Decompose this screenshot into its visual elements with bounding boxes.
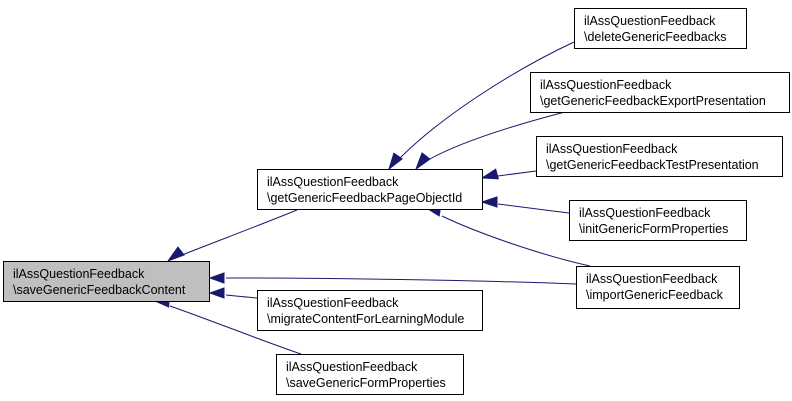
arrowhead-icon — [166, 246, 185, 263]
node-box — [3, 261, 210, 302]
node-box — [574, 8, 747, 49]
edges-layer — [153, 41, 591, 355]
edge-line — [497, 170, 537, 177]
node-box — [536, 136, 783, 177]
node-box — [257, 290, 483, 331]
node-method-label: \getGenericFeedbackTestPresentation — [546, 158, 759, 172]
node-importGenericFeedback[interactable]: ilAssQuestionFeedback \importGenericFeedb… — [576, 266, 740, 309]
node-getGenericFeedbackPageObjectId[interactable]: ilAssQuestionFeedback \getGenericFeedback… — [257, 169, 483, 210]
arrowhead-icon — [388, 152, 403, 171]
node-method-label: \importGenericFeedback — [586, 288, 724, 302]
arrowhead-icon — [208, 287, 225, 299]
edge-importGenericFeedback-to-getGenericFeedbackPageObjectId — [426, 205, 591, 267]
edge-line — [399, 41, 575, 159]
node-box — [569, 200, 747, 241]
node-class-label: ilAssQuestionFeedback — [286, 360, 418, 374]
node-method-label: \migrateContentForLearningModule — [267, 312, 464, 326]
node-class-label: ilAssQuestionFeedback — [267, 296, 399, 310]
node-box — [530, 72, 790, 113]
node-box — [276, 354, 464, 395]
edge-importGenericFeedback-to-saveGenericFeedbackContent — [208, 272, 577, 285]
edge-line — [225, 277, 577, 285]
node-migrateContentForLearningModule[interactable]: ilAssQuestionFeedback \migrateContentForL… — [257, 290, 483, 331]
edge-getGenericFeedbackExportPresentation-to-getGenericFeedbackPageObjectId — [414, 111, 566, 171]
node-class-label: ilAssQuestionFeedback — [267, 175, 399, 189]
node-class-label: ilAssQuestionFeedback — [546, 142, 678, 156]
node-box — [257, 169, 483, 210]
edge-deleteGenericFeedbacks-to-getGenericFeedbackPageObjectId — [388, 41, 575, 171]
node-deleteGenericFeedbacks[interactable]: ilAssQuestionFeedback \deleteGenericFeedb… — [574, 8, 747, 49]
arrowhead-icon — [414, 152, 431, 171]
node-method-label: \getGenericFeedbackPageObjectId — [267, 191, 462, 205]
edge-line — [181, 209, 298, 256]
nodes-layer: ilAssQuestionFeedback \saveGenericFeedbac… — [3, 8, 790, 395]
node-getGenericFeedbackExportPresentation[interactable]: ilAssQuestionFeedback \getGenericFeedback… — [530, 72, 790, 113]
arrowhead-icon — [480, 196, 498, 208]
node-getGenericFeedbackTestPresentation[interactable]: ilAssQuestionFeedback \getGenericFeedback… — [536, 136, 783, 177]
node-method-label: \deleteGenericFeedbacks — [584, 30, 726, 44]
node-initGenericFormProperties[interactable]: ilAssQuestionFeedback \initGenericFormPro… — [569, 200, 747, 241]
node-method-label: \initGenericFormProperties — [579, 222, 728, 236]
edge-line — [497, 203, 570, 214]
edge-getGenericFeedbackPageObjectId-to-saveGenericFeedbackContent — [166, 209, 298, 263]
node-class-label: ilAssQuestionFeedback — [579, 206, 711, 220]
node-method-label: \getGenericFeedbackExportPresentation — [540, 94, 766, 108]
edge-initGenericFormProperties-to-getGenericFeedbackPageObjectId — [480, 196, 570, 214]
arrowhead-icon — [480, 168, 499, 180]
node-method-label: \saveGenericFeedbackContent — [13, 283, 186, 297]
edge-line — [169, 305, 302, 355]
node-saveGenericFeedbackContent[interactable]: ilAssQuestionFeedback \saveGenericFeedbac… — [3, 261, 210, 302]
edge-line — [441, 215, 591, 267]
node-class-label: ilAssQuestionFeedback — [540, 78, 672, 92]
edge-migrateContentForLearningModule-to-saveGenericFeedbackContent — [208, 287, 258, 299]
node-method-label: \saveGenericFormProperties — [286, 376, 446, 390]
arrowhead-icon — [208, 272, 225, 284]
node-class-label: ilAssQuestionFeedback — [13, 267, 145, 281]
node-class-label: ilAssQuestionFeedback — [586, 272, 718, 286]
edge-getGenericFeedbackTestPresentation-to-getGenericFeedbackPageObjectId — [480, 168, 537, 180]
edge-line — [427, 111, 566, 161]
node-saveGenericFormProperties[interactable]: ilAssQuestionFeedback \saveGenericFormPro… — [276, 354, 464, 395]
node-class-label: ilAssQuestionFeedback — [584, 14, 716, 28]
node-box — [576, 266, 740, 309]
edge-line — [225, 294, 258, 299]
